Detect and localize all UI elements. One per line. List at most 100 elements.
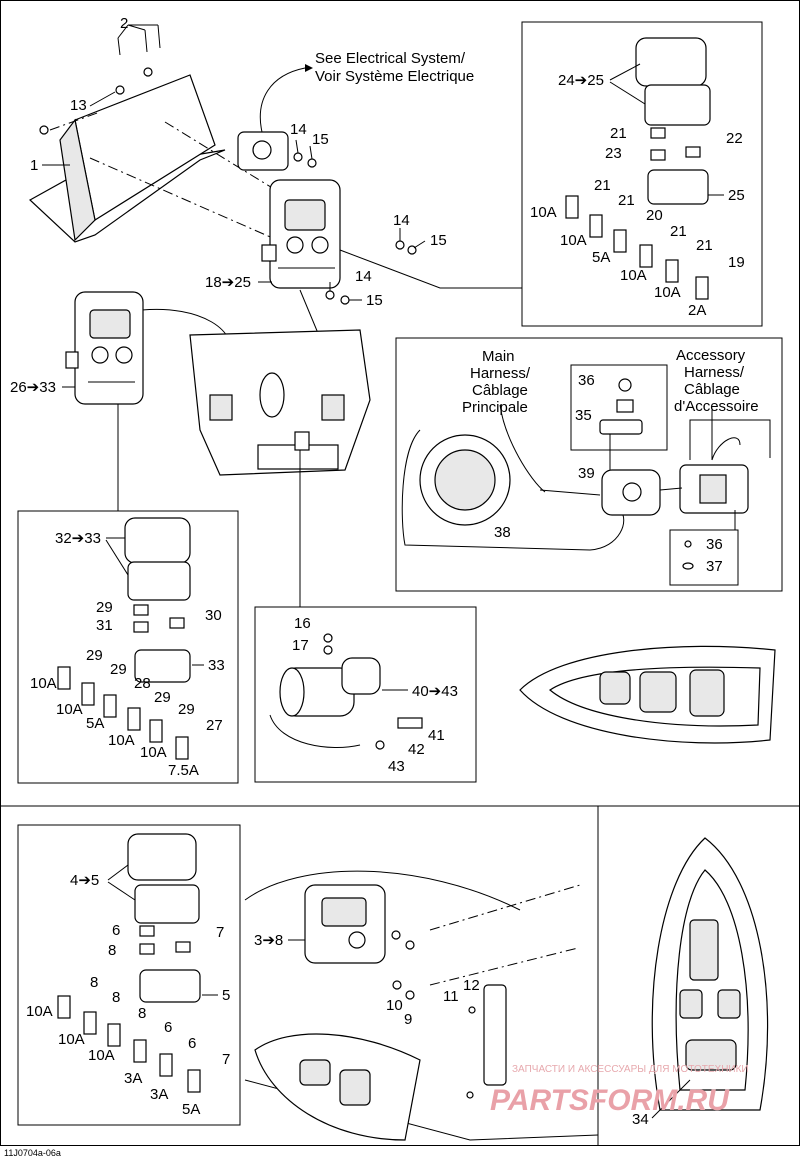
- callout-6-b: 6: [164, 1019, 172, 1036]
- callout-15-a: 15: [312, 131, 329, 148]
- fuse-box-center: [261, 179, 341, 289]
- callout-10: 10: [386, 997, 403, 1014]
- callout-29-d: 29: [154, 689, 171, 706]
- note-main-harness-2: Harness/: [470, 365, 531, 382]
- callout-10a-d: 10A: [654, 284, 681, 301]
- callout-15-c: 15: [366, 292, 383, 309]
- callout-41: 41: [428, 727, 445, 744]
- callout-35: 35: [575, 407, 592, 424]
- bracket-panel: [28, 74, 301, 251]
- callout-24-25: 24➔25: [558, 72, 604, 89]
- leader-to-inset: [339, 249, 522, 289]
- callout-5a-a: 5A: [592, 249, 610, 266]
- callout-40-43: 40➔43: [412, 683, 458, 700]
- note-electrical-1: See Electrical System/: [315, 50, 466, 67]
- callout-38: 38: [494, 524, 511, 541]
- callout-21-e: 21: [696, 237, 713, 254]
- callout-33: 33: [208, 657, 225, 674]
- callout-21-b: 21: [594, 177, 611, 194]
- callout-23: 23: [605, 145, 622, 162]
- boat-top-view-bottom-right: [651, 837, 769, 1111]
- callout-39: 39: [578, 465, 595, 482]
- fuse-kit-bottom: [57, 833, 201, 1093]
- callout-7-5a: 7.5A: [168, 762, 199, 779]
- callout-25-a: 25: [728, 187, 745, 204]
- callout-21-a: 21: [610, 125, 627, 142]
- callout-10a-f: 10A: [56, 701, 83, 718]
- callout-14-c: 14: [355, 268, 372, 285]
- callout-29-e: 29: [178, 701, 195, 718]
- callout-28: 28: [134, 675, 151, 692]
- callout-8-d: 8: [138, 1005, 146, 1022]
- fuse-box-inset-bottom: [17, 824, 241, 1126]
- callout-10a-k: 10A: [88, 1047, 115, 1064]
- callout-42: 42: [408, 741, 425, 758]
- battery-switch: [237, 64, 313, 171]
- callout-10a-g: 10A: [108, 732, 135, 749]
- callout-12: 12: [463, 977, 480, 994]
- note-acc-harness-3: Câblage: [684, 381, 740, 398]
- callout-10a-e: 10A: [30, 675, 57, 692]
- note-main-harness-1: Main: [482, 348, 515, 365]
- callout-3a-a: 3A: [124, 1070, 142, 1087]
- note-acc-harness-4: d'Accessoire: [674, 398, 759, 415]
- callout-8-a: 8: [108, 942, 116, 959]
- callout-13: 13: [70, 97, 87, 114]
- callout-21-d: 21: [670, 223, 687, 240]
- callout-14-b: 14: [393, 212, 410, 229]
- callout-9: 9: [404, 1011, 412, 1028]
- fuse-kit-top: [565, 37, 711, 300]
- callout-10a-h: 10A: [140, 744, 167, 761]
- callout-10a-i: 10A: [26, 1003, 53, 1020]
- callout-36-a: 36: [578, 372, 595, 389]
- callout-29-b: 29: [86, 647, 103, 664]
- callout-8-b: 8: [90, 974, 98, 991]
- callout-7-b: 7: [222, 1051, 230, 1068]
- callout-8-c: 8: [112, 989, 120, 1006]
- callout-3-8: 3➔8: [254, 932, 283, 949]
- drawing-id: 11J0704a-06a: [4, 1148, 61, 1158]
- watermark-tagline: ЗАПЧАСТИ И АКСЕССУАРЫ ДЛЯ МОТОТЕХНИКИ: [512, 1064, 749, 1075]
- callout-17: 17: [292, 637, 309, 654]
- callout-2: 2: [120, 15, 128, 32]
- callout-20: 20: [646, 207, 663, 224]
- note-electrical-2: Voir Système Electrique: [315, 68, 474, 85]
- callout-29-a: 29: [96, 599, 113, 616]
- note-acc-harness-2: Harness/: [684, 364, 745, 381]
- callout-5: 5: [222, 987, 230, 1004]
- callout-36-b: 36: [706, 536, 723, 553]
- fuse-box-inset-left: [17, 510, 239, 784]
- callout-14-a: 14: [290, 121, 307, 138]
- screws-13: [39, 24, 161, 135]
- washers-nuts: [293, 139, 426, 305]
- callout-5a-b: 5A: [86, 715, 104, 732]
- callout-30: 30: [205, 607, 222, 624]
- callout-31: 31: [96, 617, 113, 634]
- fuse-box-left: [65, 291, 144, 511]
- callout-22: 22: [726, 130, 743, 147]
- callout-21-c: 21: [618, 192, 635, 209]
- callout-10a-c: 10A: [620, 267, 647, 284]
- battery-post-inset: [570, 364, 668, 451]
- callout-26-33: 26➔33: [10, 379, 56, 396]
- dash-console: [189, 329, 371, 607]
- harness-drawing: [401, 378, 771, 570]
- note-acc-harness-1: Accessory: [676, 347, 746, 364]
- callout-4-5: 4➔5: [70, 872, 99, 889]
- callout-15-b: 15: [430, 232, 447, 249]
- watermark-logo: PARTSFORM.RU: [490, 1084, 730, 1117]
- fuse-box-inset-top: [521, 21, 763, 327]
- callout-1: 1: [30, 157, 38, 174]
- screw-inset: [669, 529, 739, 586]
- note-main-harness-3: Câblage: [472, 382, 528, 399]
- fuse-kit-left: [57, 517, 191, 760]
- bilge-pump: [269, 633, 423, 750]
- harness-inset: [395, 337, 783, 592]
- callout-7-a: 7: [216, 924, 224, 941]
- callout-10a-a: 10A: [530, 204, 557, 221]
- boat-top-view-bottom-left: [254, 1033, 421, 1141]
- callout-37: 37: [706, 558, 723, 575]
- boat-top-view-middle: [519, 645, 776, 744]
- callout-3a-b: 3A: [150, 1086, 168, 1103]
